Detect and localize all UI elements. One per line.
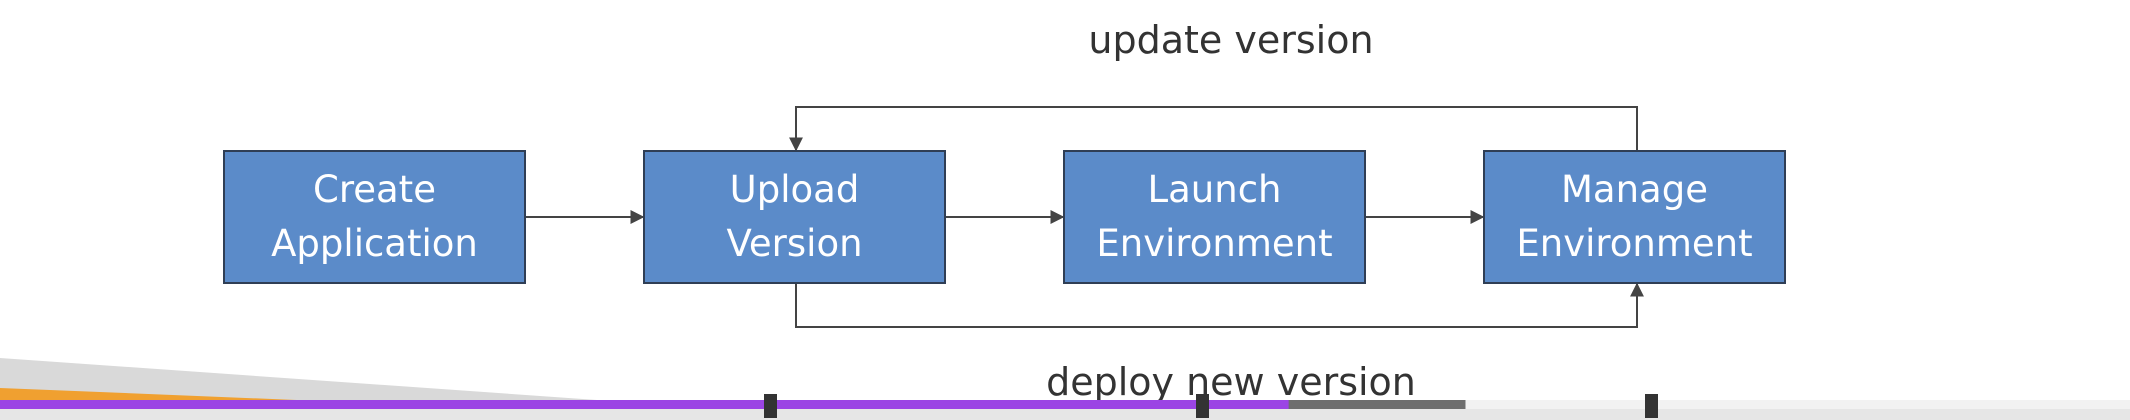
node-label-line2: Environment	[1096, 222, 1333, 265]
node-upload-version: Upload Version	[643, 150, 946, 284]
node-label-line2: Version	[726, 222, 863, 265]
node-label-line2: Application	[271, 222, 478, 265]
node-label-line1: Upload	[729, 168, 860, 211]
node-create-application: Create Application	[223, 150, 526, 284]
node-manage-environment: Manage Environment	[1483, 150, 1786, 284]
progress-bottom-strip	[0, 409, 2130, 420]
chapter-marker[interactable]	[1196, 394, 1209, 418]
chapter-marker[interactable]	[764, 394, 777, 418]
slide-gray-wedge	[0, 358, 640, 403]
arrow-update-version-loop	[789, 106, 1638, 152]
arrow-deploy-new-version-loop	[795, 282, 1644, 328]
chapter-marker[interactable]	[1645, 394, 1658, 418]
update-version-label: update version	[1088, 18, 1374, 62]
node-label-line1: Launch	[1147, 168, 1282, 211]
node-label-line2: Environment	[1516, 222, 1753, 265]
deploy-new-version-label: deploy new version	[1046, 360, 1416, 404]
node-launch-environment: Launch Environment	[1063, 150, 1366, 284]
node-label-line1: Create	[313, 168, 436, 211]
node-label-line1: Manage	[1561, 168, 1708, 211]
